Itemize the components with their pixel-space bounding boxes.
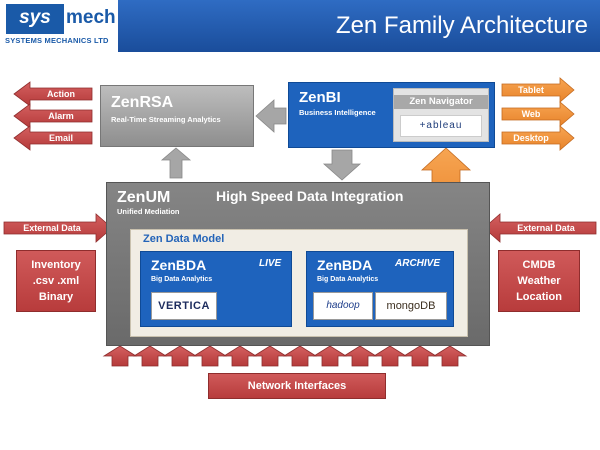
zenbda-live-box: ZenBDA Big Data Analytics LIVE VERTICA (140, 251, 292, 327)
email-label: Email (48, 133, 73, 143)
zenrsa-box: ZenRSA Real-Time Streaming Analytics (100, 85, 254, 147)
tablet-arrow (501, 77, 575, 103)
logo-mech-text: mech (66, 7, 116, 28)
web-label: Web (521, 109, 541, 119)
desktop-arrow (501, 125, 575, 151)
zen-navigator-label: Zen Navigator (394, 95, 488, 109)
alarm-label: Alarm (48, 111, 74, 121)
external-data-left-arrow (3, 213, 113, 243)
zenum-title: ZenUM (117, 189, 171, 206)
zenbda-archive-box: ZenBDA Big Data Analytics ARCHIVE hadoop… (306, 251, 454, 327)
um-to-rsa-arrow (160, 147, 192, 179)
email-arrow (13, 125, 93, 151)
source-cmdb: CMDB (522, 259, 556, 271)
tablet-label: Tablet (518, 85, 544, 95)
zenbda-archive-subtitle: Big Data Analytics (317, 276, 379, 283)
zen-data-model-title: Zen Data Model (143, 233, 225, 245)
right-data-sources: CMDB Weather Location (498, 250, 580, 312)
source-location: Location (516, 291, 562, 303)
archive-tag: ARCHIVE (395, 258, 441, 269)
left-output-arrows (13, 81, 93, 151)
zenrsa-title: ZenRSA (111, 94, 174, 111)
source-inventory: Inventory (31, 259, 81, 271)
right-output-arrows (501, 77, 575, 151)
left-data-sources: Inventory .csv .xml Binary (16, 250, 96, 312)
live-tag: LIVE (259, 258, 282, 269)
zenbda-archive-title: ZenBDA (317, 257, 373, 273)
logo-sys-text: sys (6, 4, 64, 34)
source-csv-xml: .csv .xml (32, 275, 80, 287)
desktop-label: Desktop (513, 133, 549, 143)
mongodb-logo: mongoDB (375, 292, 447, 320)
zenum-subtitle: Unified Mediation (117, 207, 180, 216)
external-data-left-label: External Data (23, 223, 81, 233)
source-weather: Weather (517, 275, 561, 287)
logo-subtitle: SYSTEMS MECHANICS LTD (5, 36, 109, 45)
zenbi-subtitle: Business Intelligence (299, 108, 376, 117)
source-binary: Binary (38, 291, 74, 303)
title-banner: Zen Family Architecture (118, 0, 600, 52)
page-title: Zen Family Architecture (335, 12, 588, 39)
network-interfaces-box: Network Interfaces (208, 373, 386, 399)
zen-navigator-box: Zen Navigator +ableau (393, 88, 489, 142)
web-arrow (501, 101, 575, 127)
zenbda-live-title: ZenBDA (151, 257, 207, 273)
company-logo: sys mech SYSTEMS MECHANICS LTD (0, 0, 120, 48)
zenbda-live-subtitle: Big Data Analytics (151, 276, 213, 283)
high-speed-data-integration: High Speed Data Integration (216, 188, 404, 204)
external-data-right-label: External Data (517, 223, 575, 233)
zenrsa-subtitle: Real-Time Streaming Analytics (111, 115, 221, 124)
zenbi-title: ZenBI (299, 89, 341, 106)
bi-to-um-arrow (322, 149, 362, 181)
network-up-arrows (102, 345, 468, 367)
hadoop-logo: hadoop (313, 292, 373, 320)
vertica-logo: VERTICA (151, 292, 217, 320)
bi-to-rsa-arrow (255, 99, 287, 133)
external-data-right-arrow (483, 213, 597, 243)
tableau-logo: +ableau (400, 115, 482, 137)
action-label: Action (47, 89, 75, 99)
